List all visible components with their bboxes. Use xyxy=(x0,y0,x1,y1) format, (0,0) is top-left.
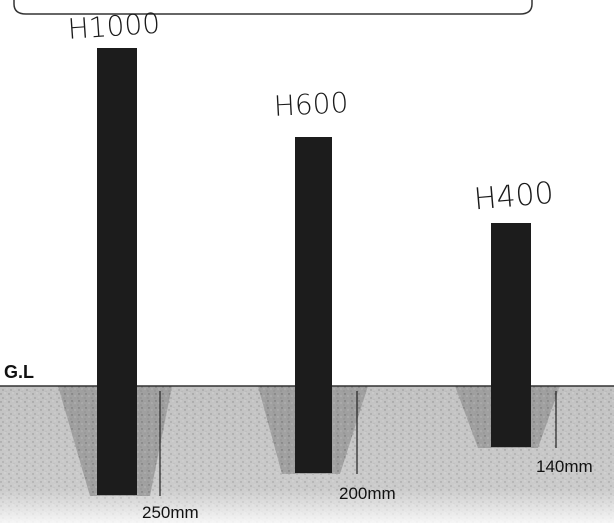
height-label-post-1: H1000 xyxy=(67,7,161,46)
post-h600 xyxy=(295,137,332,473)
depth-label-post-3: 140mm xyxy=(536,457,593,476)
depth-label-post-2: 200mm xyxy=(339,484,396,503)
depth-label-post-1: 250mm xyxy=(142,503,199,522)
post-h1000 xyxy=(97,48,137,495)
top-frame xyxy=(13,0,533,15)
ground-label: G.L xyxy=(4,362,34,382)
post-h400 xyxy=(491,223,531,447)
height-label-post-3: H400 xyxy=(473,176,556,218)
height-label-post-2: H600 xyxy=(273,86,349,123)
